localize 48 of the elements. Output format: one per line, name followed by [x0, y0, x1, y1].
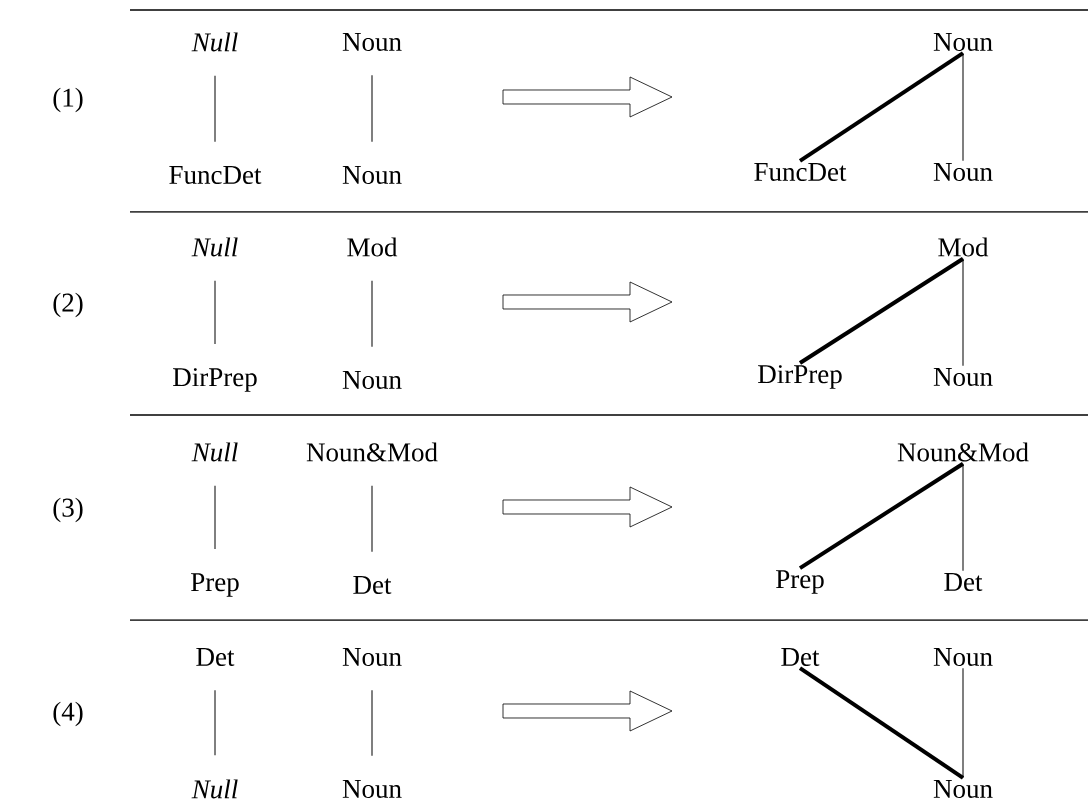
connector-line — [214, 75, 216, 143]
node-label: Null — [191, 779, 238, 799]
node-label: Noun — [342, 780, 402, 798]
node-label: Noun — [933, 368, 993, 386]
node-label: Null — [191, 32, 238, 52]
node-label: Prep — [776, 570, 824, 594]
thick-line — [798, 666, 965, 780]
connector-line — [371, 689, 373, 757]
connector-line — [962, 463, 964, 572]
connector-line — [214, 280, 216, 345]
row-number: (3) — [53, 497, 83, 523]
node-label: Noun — [933, 648, 993, 666]
row-number: (1) — [53, 87, 83, 113]
connector-line — [214, 485, 216, 550]
node-label: Noun — [933, 780, 993, 798]
row-number: (4) — [53, 701, 83, 727]
connector-line — [962, 667, 964, 779]
node-label: Noun — [933, 163, 993, 181]
node-label: FuncDet — [754, 163, 847, 181]
node-label: Noun — [342, 33, 402, 51]
node-label: DirPrep — [173, 368, 257, 392]
node-label: FuncDet — [169, 166, 262, 184]
node-label: Prep — [191, 573, 239, 597]
node-label: Null — [191, 237, 238, 257]
node-label: Null — [191, 442, 238, 462]
node-label: Det — [944, 573, 983, 591]
node-label: Noun&Mod — [306, 442, 438, 462]
node-label: Det — [353, 576, 392, 594]
connector-line — [962, 52, 964, 162]
connector-line — [962, 258, 964, 367]
node-label: Noun — [342, 648, 402, 666]
thick-line — [798, 462, 965, 570]
connector-line — [214, 689, 216, 756]
thick-line — [798, 257, 965, 365]
node-label: Det — [196, 648, 235, 666]
node-label: Noun — [933, 33, 993, 51]
row-number: (2) — [53, 292, 83, 318]
node-label: Noun — [342, 166, 402, 184]
connector-line — [371, 280, 373, 348]
node-label: Noun — [342, 371, 402, 389]
node-label: DirPrep — [758, 365, 842, 389]
node-label: Mod — [347, 237, 398, 257]
connector-line — [371, 74, 373, 143]
node-label: Det — [781, 648, 820, 666]
node-label: Noun&Mod — [897, 442, 1029, 462]
thick-line — [798, 51, 965, 163]
node-label: Mod — [938, 237, 989, 257]
connector-line — [371, 485, 373, 553]
